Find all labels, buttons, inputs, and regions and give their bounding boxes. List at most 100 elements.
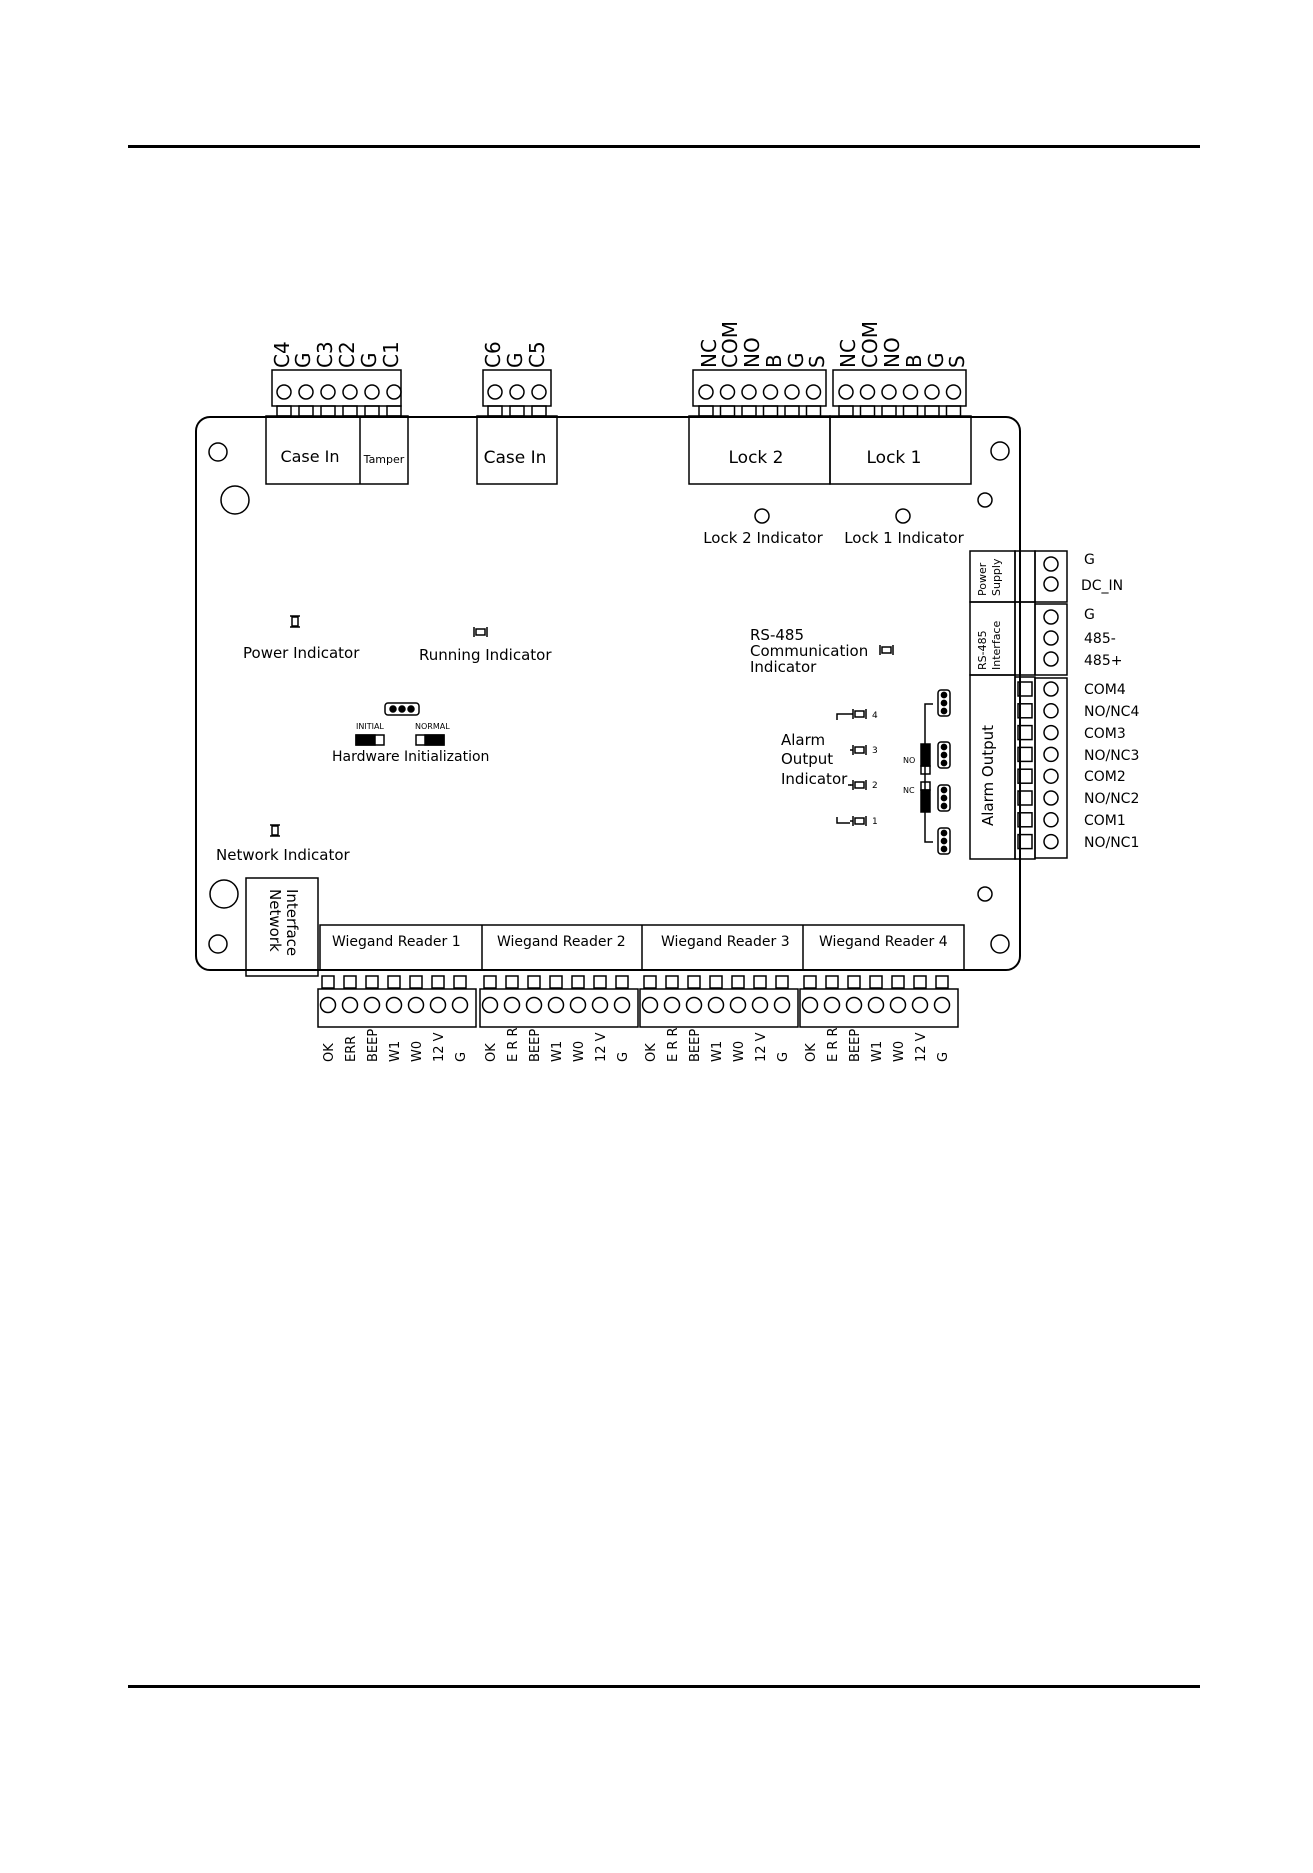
wiegand-reader-4-hole-6 [911,996,929,1014]
wiegand-reader-3-hole-3 [685,996,703,1014]
alarm-output-connector: Alarm Output COM4 NO/NC4 COM3 NO/NC3 COM… [969,674,1139,860]
lock-2-hole-1 [698,384,714,400]
rs485-interface-label-line-2: Interface [990,621,1003,670]
case-in-2-pin-c5: C5 [525,341,549,368]
case-in-1-hole-1 [276,384,292,400]
case-in-1-hole-2 [298,384,314,400]
alarm-out-pin-nonc2: NO/NC2 [1084,791,1139,807]
alarm-out-tab-3 [1017,724,1033,741]
alarm-out-tab-1 [1017,681,1033,697]
alarm-led-1-number: 1 [872,817,878,827]
lock-1-hole-5 [924,384,940,400]
wiegand-reader-4-pin-4: W1 [870,1041,885,1062]
lock-1-hole-2 [859,384,876,400]
wiegand-readers: Wiegand Reader 1 Wiegand Reader 2 Wiegan… [317,924,965,1062]
lock-1-hole-3 [881,384,897,400]
case-in-1-label: Case In [280,447,339,466]
alarm-out-tab-8 [1017,833,1033,850]
wiegand-reader-1-hole-5 [407,996,425,1014]
alarm-out-tab-6 [1017,790,1033,806]
alarm-out-tab-4 [1017,746,1033,763]
lock-2-tab-2 [719,405,736,417]
alarm-indicator-line-1: Alarm [781,731,825,749]
lock-2-tab-4 [762,405,779,417]
case-in-1-pin-g-a: G [291,353,315,369]
network-interface-port: Network Interface [245,877,319,977]
wiegand-reader-2-hole-3 [525,996,543,1014]
alarm-led-2-number: 2 [872,781,878,791]
wiegand-reader-2-pin-1: OK [484,1043,499,1062]
lock-1-tab-3 [881,405,897,417]
wiegand-reader-4-tab-2 [825,975,839,989]
running-led-icon [473,627,488,637]
alarm-out-pin-nonc3: NO/NC3 [1084,748,1139,764]
alarm-led-3-icon [854,746,865,754]
wiegand-reader-3-tab-3 [687,975,701,989]
lock-1-hole-6 [945,384,962,400]
wiegand-reader-3-pin-5: W0 [732,1041,747,1062]
lock-2-tab-1 [698,405,714,417]
wiegand-reader-4-hole-3 [845,996,863,1014]
wiegand-reader-3-tab-6 [753,975,767,989]
lock-1-pin-no: NO [880,337,904,368]
alarm-output-label: Alarm Output [979,725,997,826]
lock-2-indicator-label: Lock 2 Indicator [703,529,823,547]
wiegand-reader-1-pin-7: G [454,1052,469,1062]
lock-1-indicator-label: Lock 1 Indicator [844,529,964,547]
alarm-led-1-icon [854,817,865,825]
lock-1-tab-4 [902,405,919,417]
wiegand-reader-1-tab-6 [431,975,445,989]
initial-label: INITIAL [356,722,384,731]
hardware-init-label: Hardware Initialization [332,749,489,765]
power-supply-label-line-1: Power [976,562,989,596]
wiegand-reader-2-pin-5: W0 [572,1041,587,1062]
lock-terminal-blocks: Lock 2 Lock 1 NC COM NO B G S NC COM NO … [688,321,972,547]
lock-2-pin-g: G [784,353,808,369]
wiegand-reader-1-hole-4 [385,996,403,1014]
lock-1-label: Lock 1 [867,448,922,468]
case-in-1-hole-6 [386,384,402,400]
wiegand-reader-1-pin-3: BEEP [366,1029,381,1062]
case-in-terminal-block-1: Case In Tamper C4 G C3 C2 G C1 [265,341,409,485]
no-jumper-label: NO [903,756,915,765]
case-in-terminal-block-2: Case In C6 G C5 [476,341,558,485]
rs485-interface-connector: RS-485 Interface G 485- 485+ [969,601,1122,676]
wiegand-reader-2-label: Wiegand Reader 2 [497,934,626,950]
alarm-out-tab-2 [1017,703,1033,719]
case-in-1-pin-c4: C4 [270,341,294,368]
lock-2-pin-nc: NC [697,339,721,368]
wiegand-reader-3-pin-7: G [776,1052,791,1062]
controller-board [195,416,1021,971]
wiegand-reader-1-tab-3 [365,975,379,989]
wiegand-reader-3-hole-1 [641,996,659,1014]
wiegand-reader-4-tab-3 [847,975,861,989]
power-indicator-label: Power Indicator [243,644,360,662]
wiegand-reader-2-hole-2 [503,996,521,1014]
wiegand-reader-1-pin-4: W1 [388,1041,403,1062]
alarm-led-4-number: 4 [872,711,878,721]
wiegand-reader-1-hole-7 [451,996,469,1014]
alarm-jumper-1 [937,827,951,855]
wiegand-reader-2-pin-4: W1 [550,1041,565,1062]
alarm-out-pin-nonc4: NO/NC4 [1084,704,1139,720]
alarm-jumper-2 [937,784,951,812]
alarm-out-hole-4 [1043,746,1059,763]
alarm-jumper-3 [937,741,951,769]
wiegand-reader-3-tab-4 [709,975,723,989]
case-in-1-tab-6 [386,405,402,417]
mounting-holes [208,441,1010,954]
network-interface-label-line-1: Network [266,889,284,952]
lock-1-tab-2 [859,405,876,417]
case-in-1-hole-3 [320,384,336,400]
header-rule [128,145,1200,148]
wiegand-reader-1-tab-2 [343,975,357,989]
alarm-output-indicators: Alarm Output Indicator 4 3 2 1 NO NC [781,689,951,855]
alarm-out-hole-6 [1043,790,1059,806]
alarm-led-4-icon [854,710,865,718]
alarm-out-pin-com2: COM2 [1084,769,1126,785]
alarm-out-tab-7 [1017,812,1033,828]
wiegand-reader-1-tab-5 [409,975,423,989]
lock-1-tab-5 [924,405,940,417]
case-in-2-hole-3 [531,384,547,400]
